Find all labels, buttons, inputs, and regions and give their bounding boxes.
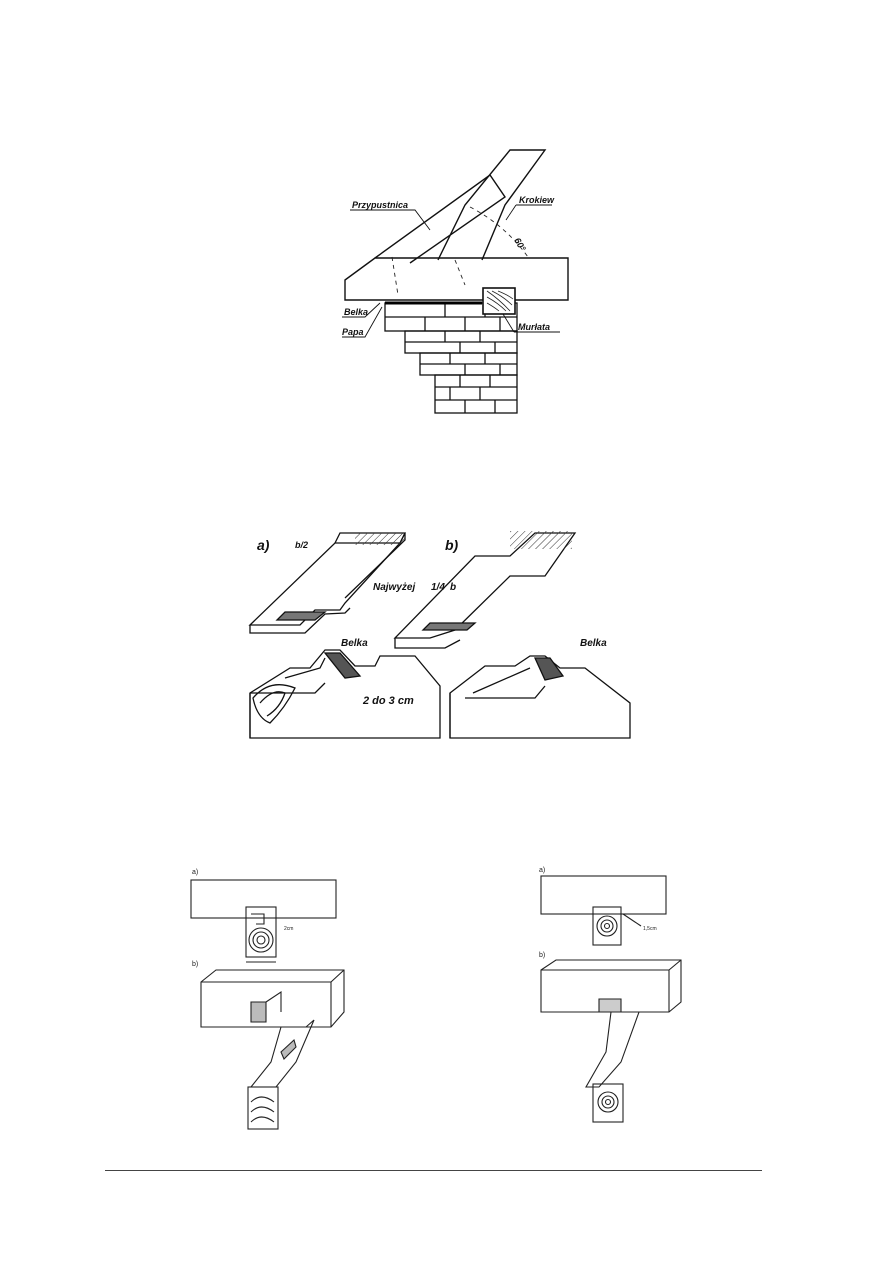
label-b: b) [192,961,198,968]
brace [374,174,506,264]
joint-left-figure: a) b) 2cm [186,862,351,1132]
label-fraction: 1/4 [431,582,445,593]
label-depth: 2 do 3 cm [362,695,414,707]
label-papa: Papa [342,327,364,337]
label-najwyzej: Najwyżej [373,582,415,593]
label-angle: 60° [512,236,528,253]
beam-b [449,655,631,739]
strut-b [393,531,577,649]
label-przypustnica: Przypustnica [352,200,408,210]
label-half-b: b/2 [295,540,308,550]
tie-beam [344,257,569,301]
beam-elevation [540,875,667,915]
label-dim: 2cm [284,926,293,932]
label-a: a) [539,867,545,874]
post-section [245,906,277,958]
joint-right-figure: a) b) 1,5cm [531,862,689,1127]
label-murlata: Murłata [518,322,550,332]
notch-variants-figure: a) b) b/2 Najwyżej 1/4 b Belka Belka 2 d… [245,528,645,742]
post-section [592,906,622,946]
brick-wall [384,302,518,414]
label-variant-b: b) [445,537,459,553]
beam-a [249,649,441,739]
beam-elevation [190,879,337,919]
label-belka-a: Belka [341,638,368,649]
beam-isometric [200,969,345,1028]
rafter-joint-figure: Przypustnica Krokiew 60° Belka Papa Murł… [320,145,575,415]
label-b: b [450,582,456,593]
label-belka: Belka [344,307,368,317]
footer-rule [105,1170,762,1171]
label-a: a) [192,869,198,876]
post-isometric [585,1011,640,1088]
post-isometric [249,1019,315,1088]
rafter [437,149,547,261]
label-variant-a: a) [257,537,270,553]
beam-isometric [540,959,682,1013]
strut-a [248,532,407,634]
label-b: b) [539,952,545,959]
label-belka-b: Belka [580,638,607,649]
label-krokiew: Krokiew [519,195,555,205]
label-dim: 1,5cm [643,926,657,932]
